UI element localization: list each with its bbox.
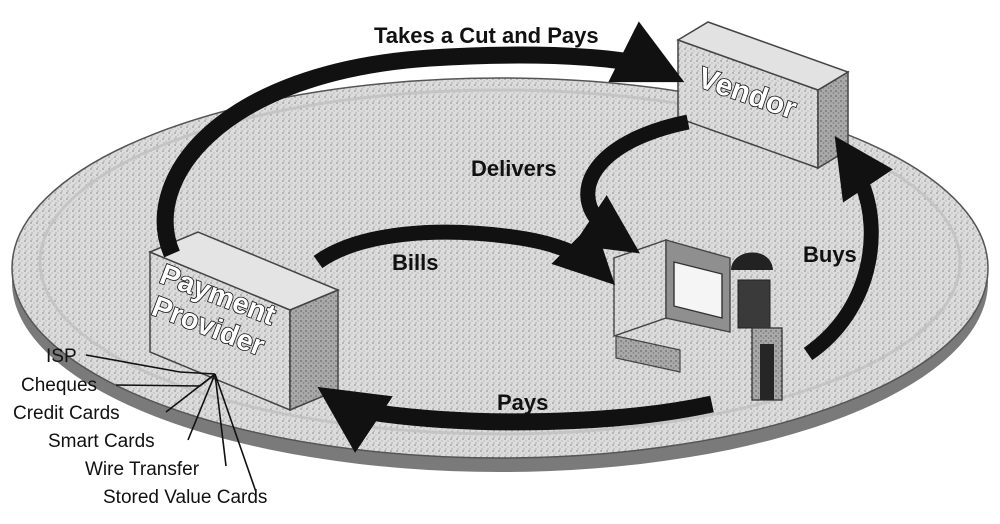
flow-arrows	[156, 21, 893, 453]
bills-label: Bills	[392, 250, 438, 275]
payment-method-label: Wire Transfer	[85, 459, 200, 480]
payment-method-label: Cheques	[21, 375, 97, 396]
payment-method-label: Smart Cards	[48, 431, 155, 452]
takes-cut-arrow	[156, 21, 685, 258]
payment-method-leaders	[85, 354, 257, 493]
payment-method-label: Credit Cards	[13, 403, 120, 424]
delivers-label: Delivers	[471, 156, 557, 181]
buys-arrow	[803, 136, 893, 361]
payment-method-label: ISP	[46, 346, 77, 367]
buys-label: Buys	[803, 242, 857, 267]
pays-arrow	[317, 386, 714, 453]
payment-provider-box	[148, 231, 340, 412]
bills-arrow	[313, 221, 615, 285]
vendor-box	[676, 21, 850, 170]
pays-label: Pays	[497, 390, 548, 415]
customer-computer-illustration	[613, 239, 783, 401]
payment-method-label: Stored Value Cards	[103, 487, 267, 508]
takes-cut-label: Takes a Cut and Pays	[374, 23, 599, 48]
